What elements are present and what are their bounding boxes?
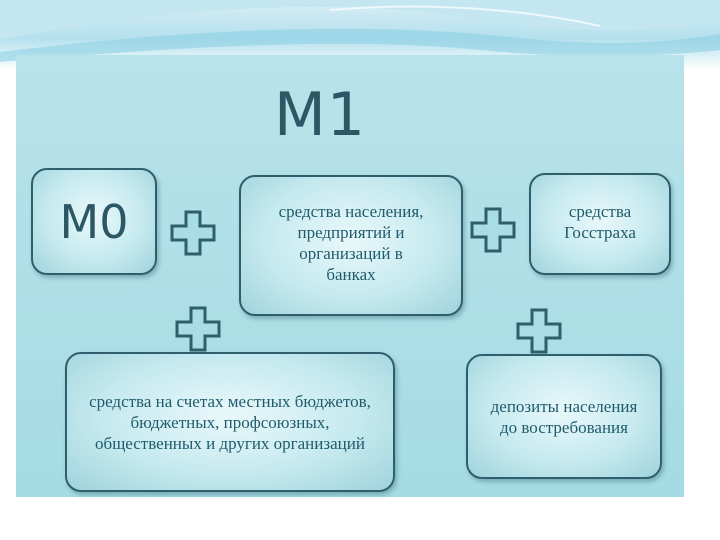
diagram-title: M1 xyxy=(274,80,366,150)
m0-label: M0 xyxy=(59,194,129,249)
local-budgets-label: средства на счетах местных бюджетов, бюд… xyxy=(89,391,371,453)
gosstrakh-label: средства Госстраха xyxy=(564,202,636,242)
m0-box: M0 xyxy=(31,168,157,275)
population-funds-box: средства населения, предприятий и органи… xyxy=(239,175,463,316)
demand-deposits-label: депозиты населения до востребования xyxy=(490,396,638,437)
plus-icon xyxy=(516,308,562,354)
gosstrakh-box: средства Госстраха xyxy=(529,173,671,275)
plus-icon xyxy=(175,306,221,352)
demand-deposits-box: депозиты населения до востребования xyxy=(466,354,662,479)
plus-icon xyxy=(170,210,216,256)
plus-icon xyxy=(470,207,516,253)
local-budgets-box: средства на счетах местных бюджетов, бюд… xyxy=(65,352,395,492)
population-funds-label: средства населения, предприятий и органи… xyxy=(278,201,424,284)
